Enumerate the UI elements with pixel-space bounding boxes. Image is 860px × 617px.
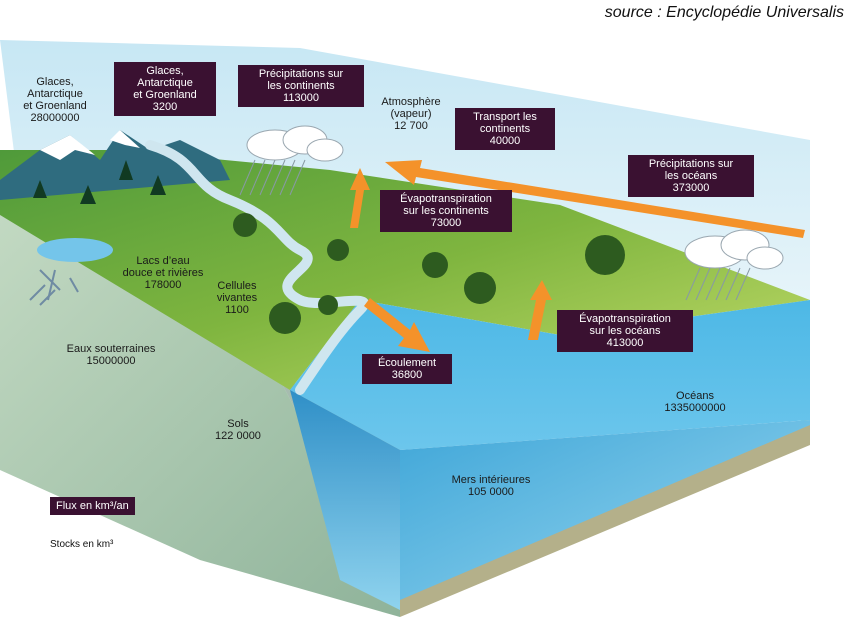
box-line: Évapotranspiration (400, 193, 492, 205)
box-line: et Groenland (133, 89, 197, 101)
box-value: 113000 (283, 92, 319, 104)
box-value: 36800 (391, 369, 423, 381)
lake (37, 238, 113, 262)
flux-evapo-oceans: Évapotranspiration sur les océans 413000 (557, 310, 693, 352)
stock-line: Cellules (217, 280, 257, 292)
deciduous-trees (233, 213, 625, 334)
box-line: Évapotranspiration (579, 313, 671, 325)
stock-lacs: Lacs d’eau douce et rivières 178000 (108, 255, 218, 291)
stock-value: 105 0000 (468, 486, 514, 498)
stock-line: Glaces, (36, 76, 74, 88)
box-line: sur les océans (589, 325, 661, 337)
snow-caps-2 (110, 130, 140, 148)
transport-arrow (385, 160, 805, 238)
stock-atmosphere: Atmosphère (vapeur) 12 700 (368, 96, 454, 132)
stock-value: 1335000000 (664, 402, 726, 414)
stock-line: Lacs d’eau (136, 255, 190, 267)
box-line: les océans (664, 170, 718, 182)
stock-line: et Groenland (23, 100, 87, 112)
stock-line: Eaux souterraines (66, 343, 156, 355)
stock-cellules: Cellules vivantes 1100 (202, 280, 272, 316)
stock-line: Antarctique (27, 88, 83, 100)
box-line: Écoulement (377, 357, 437, 369)
box-line: Précipitations sur (258, 68, 344, 80)
flux-evapo-continents: Évapotranspiration sur les continents 73… (380, 190, 512, 232)
box-line: les continents (267, 80, 335, 92)
box-value: 73000 (430, 217, 462, 229)
snow-caps (40, 135, 95, 160)
flux-precip-oceans: Précipitations sur les océans 373000 (628, 155, 754, 197)
stock-value: 122 0000 (215, 430, 261, 442)
stock-line: Océans (676, 390, 714, 402)
groundwater-marks (29, 269, 79, 306)
arrows (350, 160, 805, 352)
conifer-trees (33, 160, 166, 204)
stock-glaces: Glaces, Antarctique et Groenland 2800000… (12, 76, 98, 124)
box-line: Précipitations sur (648, 158, 734, 170)
ocean-bottom-band (400, 425, 810, 617)
river (145, 140, 369, 395)
evapo-ocean-arrow (528, 280, 552, 340)
box-line: Transport les (473, 111, 537, 123)
box-value: 3200 (152, 101, 178, 113)
stock-value: 28000000 (30, 112, 80, 124)
box-value: 373000 (672, 182, 710, 194)
stock-value: 178000 (144, 279, 182, 291)
flux-precip-continents: Précipitations sur les continents 113000 (238, 65, 364, 107)
stock-value: 1100 (225, 304, 249, 316)
legend-stocks: Stocks en km³ (50, 539, 114, 550)
box-line: sur les continents (403, 205, 489, 217)
stock-sols: Sols 122 0000 (196, 418, 280, 442)
rain-ocean (685, 267, 751, 301)
source-caption: source : Encyclopédie Universalis (604, 4, 844, 21)
evapo-continent-arrow (350, 168, 370, 228)
stock-line: vivantes (216, 292, 258, 304)
stock-line: douce et rivières (122, 267, 204, 279)
stock-value: 12 700 (394, 120, 428, 132)
flux-ecoulement: Écoulement 36800 (362, 354, 452, 384)
box-line: continents (479, 123, 531, 135)
box-line: Antarctique (137, 77, 193, 89)
box-value: 40000 (489, 135, 521, 147)
ground-block (0, 215, 400, 617)
land-surface (0, 150, 810, 390)
stock-line: (vapeur) (390, 108, 432, 120)
ocean-front-face (290, 390, 400, 610)
cloud-continent (246, 125, 344, 162)
stock-line: Sols (227, 418, 249, 430)
stock-oceans: Océans 1335000000 (640, 390, 750, 414)
stock-mers: Mers intérieures 105 0000 (436, 474, 546, 498)
stock-line: Mers intérieures (451, 474, 531, 486)
stock-eaux-souterraines: Eaux souterraines 15000000 (50, 343, 172, 367)
flux-glaces: Glaces, Antarctique et Groenland 3200 (114, 62, 216, 116)
stock-value: 15000000 (86, 355, 136, 367)
flux-transport: Transport les continents 40000 (455, 108, 555, 150)
box-value: 413000 (606, 337, 644, 349)
box-line: Glaces, (146, 65, 184, 77)
rain-continent (239, 159, 306, 196)
stock-line: Atmosphère (381, 96, 441, 108)
runoff-arrow (364, 298, 430, 352)
legend-flux: Flux en km³/an (50, 497, 135, 515)
cloud-ocean (684, 229, 784, 270)
